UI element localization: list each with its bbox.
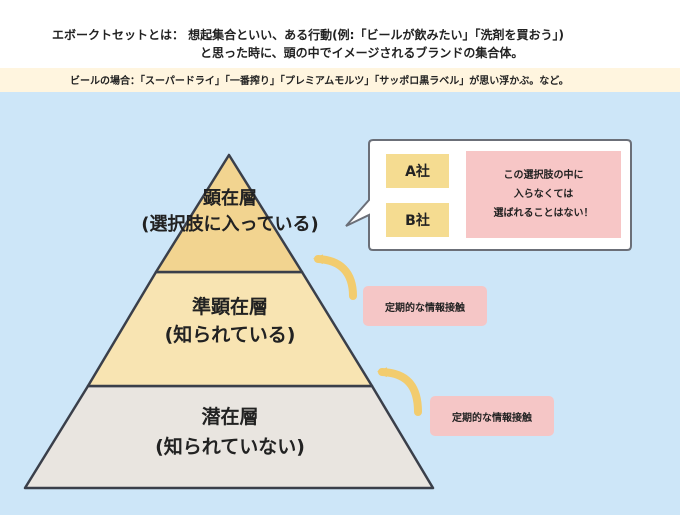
upper-contact-label: 定期的な情報接触 [363,286,487,326]
beer-example-text: ビールの場合：「スーパードライ」「一番搾り」「プレミアムモルツ」「サッポロ黒ラベ… [70,76,569,87]
bottom-layer-label: 潜在層 (知られていない) [100,402,360,462]
top-layer-title: 顕在層 [203,188,257,209]
header-panel [0,0,680,68]
bottom-layer-title: 潜在層 [201,406,259,428]
lower-curved-arrow [377,367,422,416]
middle-layer-subtitle: (知られている) [164,324,296,346]
choice-note-line-3: 選ばれることはない！ [493,208,594,219]
brand-b-box: B社 [386,203,449,237]
lower-contact-label: 定期的な情報接触 [430,396,554,436]
choice-note-line-1: この選択肢の中に [503,170,584,181]
example-bar [0,68,680,92]
top-layer-subtitle: (選択肢に入っている) [141,214,319,235]
top-layer-label: 顕在層 (選択肢に入っている) [110,186,350,238]
bottom-layer-subtitle: (知られていない) [155,436,305,458]
pyramid-layer-top [154,153,304,274]
brand-a-box: A社 [386,154,449,188]
definition-line-2: と思った時に、頭の中でイメージされるブランドの集合体。 [200,46,524,60]
middle-layer-title: 準顕在層 [191,296,268,318]
choice-note-box: この選択肢の中に 入らなくては 選ばれることはない！ [466,151,621,238]
definition-line-1: エボークトセットとは： 想起集合といい、ある行動(例:「ビールが飲みたい」「洗剤… [52,28,564,42]
middle-layer-label: 準顕在層 (知られている) [110,293,350,349]
choice-note-line-2: 入らなくては [513,189,574,200]
upper-curved-arrow [313,254,357,300]
